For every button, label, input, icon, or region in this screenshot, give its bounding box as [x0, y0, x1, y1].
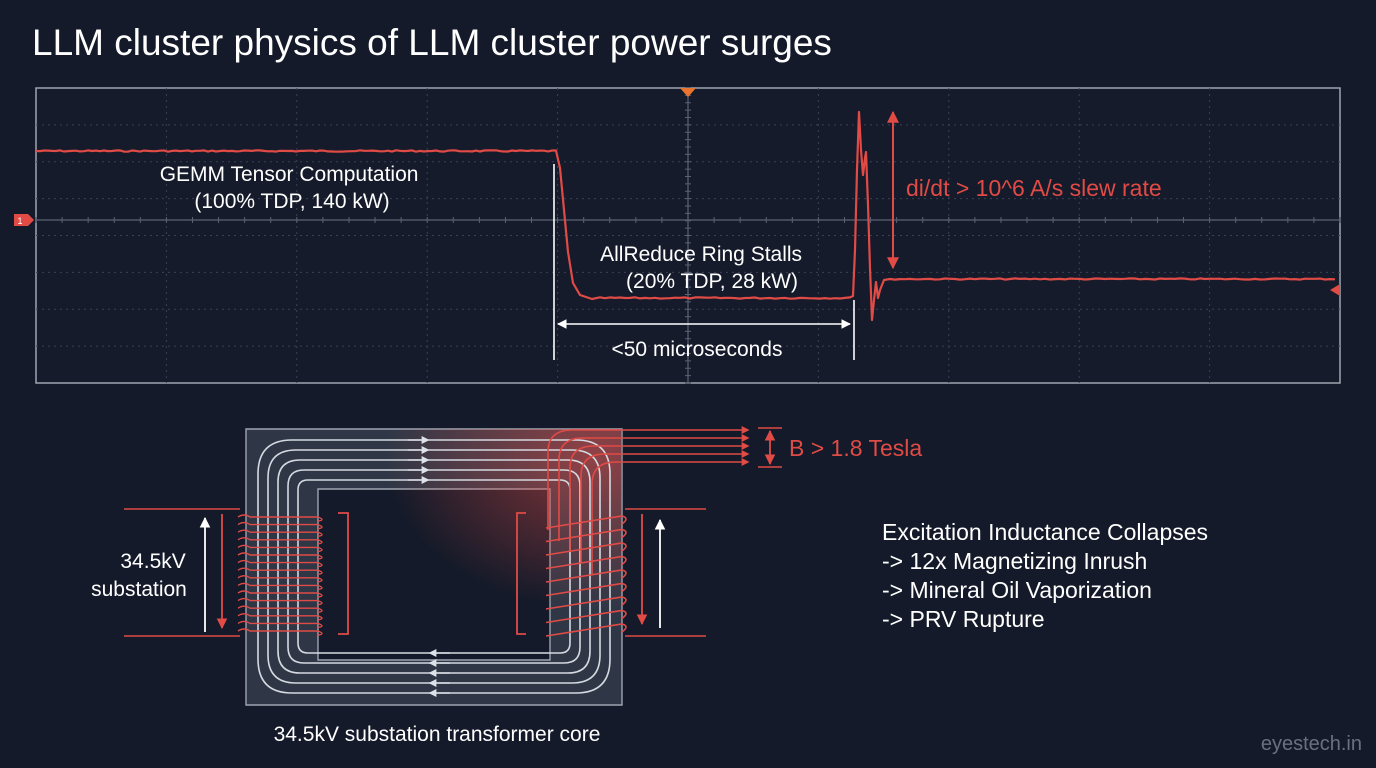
coil-turn: [237, 559, 323, 568]
coil-turn: [545, 515, 627, 529]
coil-turn: [237, 521, 323, 530]
flux-loop: [257, 439, 611, 694]
primary-winding: [237, 514, 323, 636]
coil-turn: [545, 623, 627, 637]
leakage-flux-line: [547, 426, 750, 530]
high-load-line-1: GEMM Tensor Computation: [160, 163, 419, 186]
oscilloscope-panel: 1 GEMM Tensor Computation (100% TDP, 140…: [14, 87, 1341, 384]
input-voltage-line-2: substation: [91, 578, 187, 601]
low-load-label: AllReduce Ring Stalls (20% TDP, 28 kW): [600, 243, 808, 293]
trigger-marker: [680, 88, 696, 97]
coil-turn: [237, 597, 323, 606]
leakage-flux-line: [558, 434, 750, 541]
slew-dimension: di/dt > 10^6 A/s slew rate: [887, 110, 1162, 270]
input-voltage-line-1: 34.5kV: [120, 550, 185, 573]
coil-turn: [545, 542, 627, 556]
page-title: LLM cluster physics of LLM cluster power…: [32, 22, 832, 63]
leakage-flux-line: [591, 458, 750, 574]
high-load-line-2: (100% TDP, 140 kW): [194, 190, 389, 213]
coil-turn: [237, 605, 323, 613]
coil-turn: [545, 609, 627, 624]
flux-loop: [277, 459, 591, 674]
leakage-flux-line: [580, 450, 750, 563]
power-trace: [35, 110, 1336, 322]
flux-loop: [297, 479, 571, 654]
low-load-line-2: (20% TDP, 28 kW): [626, 270, 798, 293]
channel-1-label: 1: [17, 216, 22, 226]
consequence-item: -> 12x Magnetizing Inrush: [882, 548, 1147, 574]
coil-turn: [237, 628, 323, 636]
transformer-diagram: B > 1.8 Tesla 34.5kV substation 34.5kV s…: [91, 426, 1208, 746]
flux-loop: [267, 449, 601, 684]
consequence-item: Excitation Inductance Collapses: [882, 519, 1208, 545]
coil-turn: [237, 529, 323, 537]
scope-grid: [35, 87, 1341, 384]
channel-1-marker: 1: [14, 214, 34, 226]
flux-density-dimension: B > 1.8 Tesla: [758, 427, 922, 468]
primary-terminals: [124, 508, 349, 637]
level-marker: [1330, 284, 1340, 296]
consequence-list: Excitation Inductance Collapses -> 12x M…: [882, 519, 1208, 632]
duration-label: <50 microseconds: [611, 338, 782, 361]
magnetic-flux-lines: [257, 426, 750, 697]
coil-turn: [545, 582, 627, 597]
consequence-item: -> Mineral Oil Vaporization: [882, 577, 1152, 603]
slew-rate-label: di/dt > 10^6 A/s slew rate: [906, 175, 1162, 201]
flux-loop: [287, 469, 581, 664]
coil-turn: [237, 567, 323, 575]
coil-turn: [237, 544, 323, 553]
coil-turn: [545, 528, 627, 543]
coil-turn: [545, 555, 627, 570]
duration-dimension: <50 microseconds: [553, 164, 855, 361]
coil-turn: [545, 569, 627, 583]
coil-turn: [237, 575, 323, 583]
leakage-flux-line: [569, 442, 750, 552]
coil-turn: [237, 590, 323, 598]
input-voltage-label: 34.5kV substation: [91, 550, 191, 601]
consequence-item: -> PRV Rupture: [882, 606, 1045, 632]
coil-turn: [237, 620, 323, 629]
coil-turn: [545, 596, 627, 610]
coil-turn: [237, 613, 323, 621]
secondary-winding: [545, 515, 627, 637]
low-load-line-1: AllReduce Ring Stalls: [600, 243, 802, 266]
high-load-label: GEMM Tensor Computation (100% TDP, 140 k…: [160, 163, 425, 213]
secondary-terminals: [516, 508, 706, 637]
coil-turn: [237, 537, 323, 545]
coil-turn: [237, 582, 323, 591]
watermark: eyestech.in: [1260, 733, 1362, 755]
coil-turn: [237, 552, 323, 560]
flux-density-label: B > 1.8 Tesla: [789, 435, 922, 461]
core-caption: 34.5kV substation transformer core: [274, 723, 601, 746]
coil-turn: [237, 514, 323, 522]
